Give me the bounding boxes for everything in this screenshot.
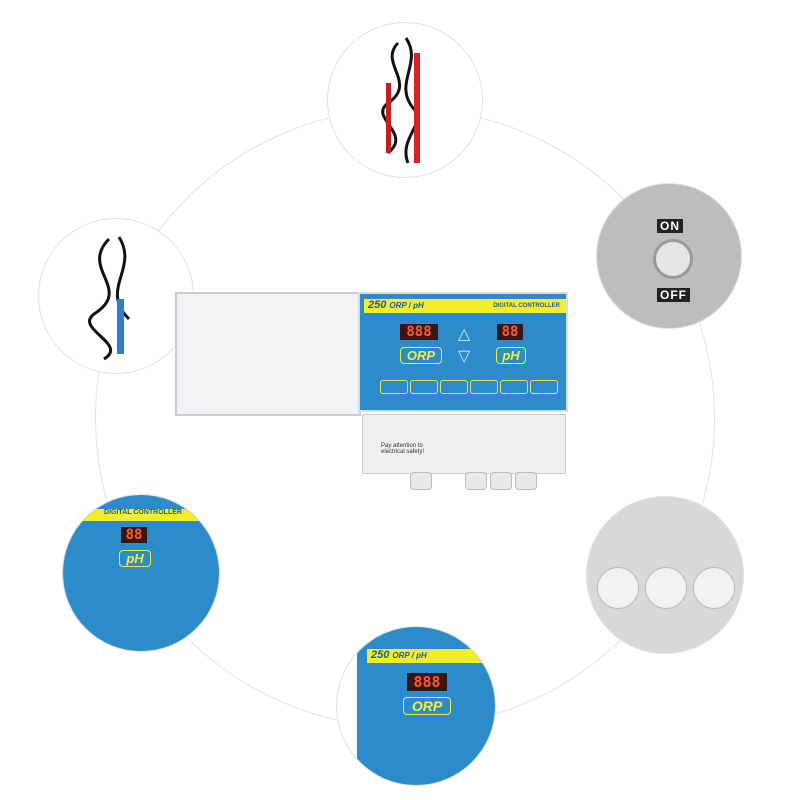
cable-gland <box>645 567 687 609</box>
model-number: 250 <box>371 649 390 661</box>
ph-display: 88 <box>121 527 147 543</box>
orp-label: ORP <box>403 697 451 715</box>
cable-gland <box>515 472 537 490</box>
control-button[interactable] <box>440 380 468 394</box>
down-arrow-icon[interactable]: ▽ <box>458 348 471 365</box>
control-button[interactable] <box>470 380 498 394</box>
detail-ph-panel: DIGITAL CONTROLLER 88 pH <box>62 494 220 652</box>
control-button[interactable] <box>380 380 408 394</box>
ph-label: pH <box>119 550 151 567</box>
cable-gland <box>597 567 639 609</box>
ph-display: 88 <box>497 324 523 340</box>
orp-label: ORP <box>400 347 442 364</box>
model-number: 250 <box>368 299 387 311</box>
terminal-cover: Pay attention to electrical safety! <box>362 414 566 474</box>
detail-orp-electrode <box>327 22 483 178</box>
product-title: ORP / pH <box>392 651 427 660</box>
detail-cable-glands <box>586 496 744 654</box>
safety-notice: Pay attention to electrical safety! <box>381 443 425 455</box>
subtitle-band: DIGITAL CONTROLLER <box>83 509 203 521</box>
control-button[interactable] <box>410 380 438 394</box>
title-band: 250 ORP / pH DIGITAL CONTROLLER <box>364 299 566 313</box>
orp-display: 888 <box>400 324 438 340</box>
electrode-icon <box>88 236 131 361</box>
cable-gland <box>693 567 735 609</box>
control-button[interactable] <box>530 380 558 394</box>
control-button[interactable] <box>500 380 528 394</box>
ph-label: pH <box>496 347 526 364</box>
cable-gland <box>465 472 487 490</box>
on-label: ON <box>657 219 683 233</box>
off-label: OFF <box>657 288 690 302</box>
orp-display: 888 <box>407 673 447 691</box>
detail-power-switch: ON OFF <box>596 183 742 329</box>
product-title: ORP / pH <box>389 301 424 310</box>
detail-orp-panel: 250 ORP / pH 888 ORP <box>336 626 496 786</box>
detail-ph-electrode <box>38 218 194 374</box>
title-band: 250 ORP / pH <box>367 649 491 663</box>
controller-panel: 250 ORP / pH DIGITAL CONTROLLER 888 88 O… <box>358 292 568 412</box>
toggle-switch-icon <box>653 239 693 279</box>
electrode-icon <box>381 37 420 164</box>
up-arrow-icon[interactable]: △ <box>458 326 471 343</box>
cable-gland <box>410 472 432 490</box>
controller-cover <box>175 292 361 416</box>
product-subtitle: DIGITAL CONTROLLER <box>493 303 560 309</box>
cable-gland <box>490 472 512 490</box>
